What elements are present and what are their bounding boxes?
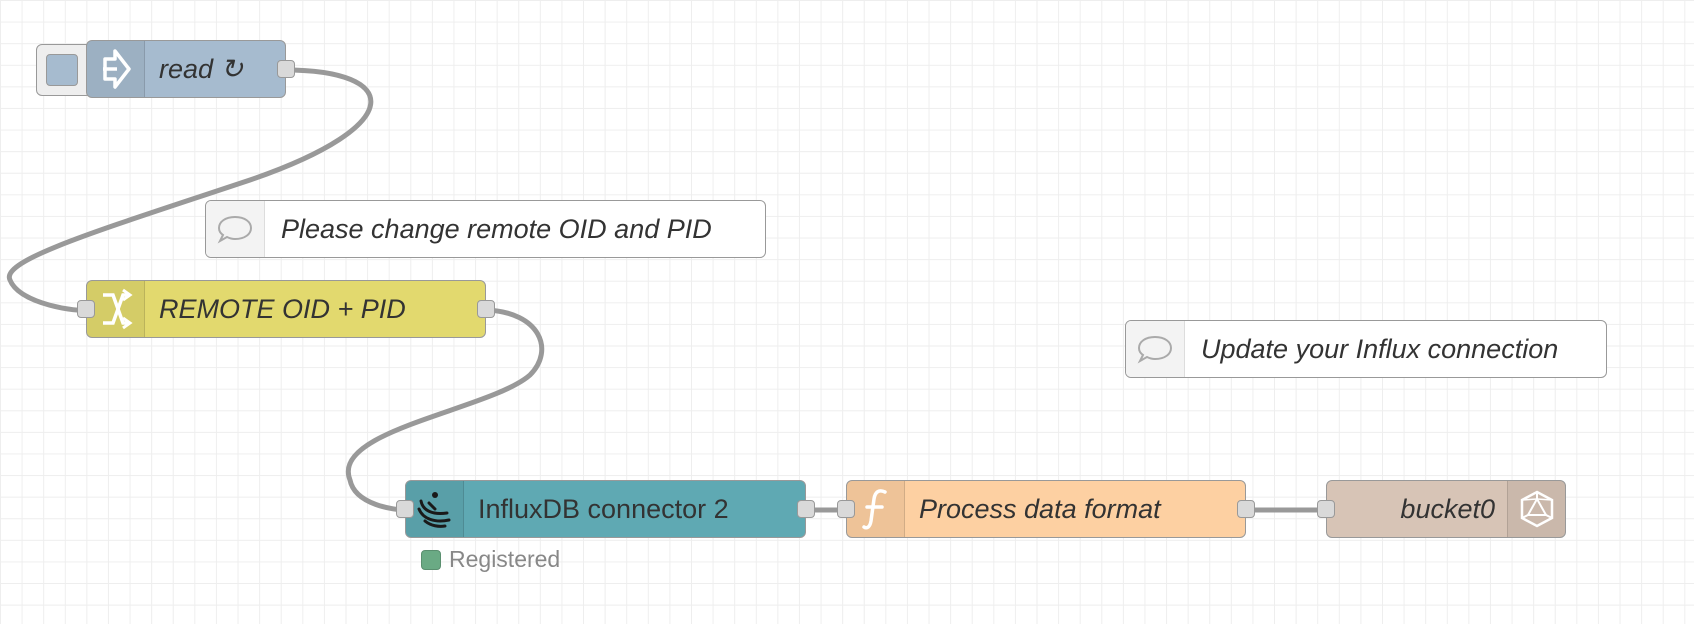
node-influxdb-connector-output-port[interactable] bbox=[797, 500, 815, 518]
inject-trigger-button[interactable] bbox=[36, 44, 92, 96]
node-process-data-input-port[interactable] bbox=[837, 500, 855, 518]
node-remote-oid-pid-change[interactable]: REMOTE OID + PID bbox=[77, 280, 495, 338]
node-bucket-output[interactable]: bucket0 bbox=[1317, 480, 1566, 538]
comment-update-influx[interactable]: Update your Influx connection bbox=[1125, 320, 1607, 378]
polyhedron-icon bbox=[1507, 481, 1565, 537]
comment-change-ids-label: Please change remote OID and PID bbox=[281, 213, 712, 244]
inject-trigger-button-inner[interactable] bbox=[46, 54, 78, 86]
node-influxdb-connector-label: InfluxDB connector 2 bbox=[478, 493, 729, 524]
comment-change-ids[interactable]: Please change remote OID and PID bbox=[205, 200, 766, 258]
shuffle-icon bbox=[87, 281, 145, 337]
influx-wave-icon bbox=[406, 481, 464, 537]
arrow-right-icon bbox=[87, 41, 145, 97]
node-read-label: read ↻ bbox=[159, 53, 244, 84]
node-remote-oid-pid-label: REMOTE OID + PID bbox=[159, 293, 406, 324]
status-dot bbox=[421, 549, 441, 570]
node-read-output-port[interactable] bbox=[277, 60, 295, 78]
node-process-data-output-port[interactable] bbox=[1237, 500, 1255, 518]
node-remote-oid-pid-output-port[interactable] bbox=[477, 300, 495, 318]
node-process-data-function[interactable]: Process data format bbox=[837, 480, 1255, 538]
node-process-data-label: Process data format bbox=[919, 493, 1161, 524]
node-influxdb-connector-status: Registered bbox=[421, 546, 560, 573]
comment-update-influx-label: Update your Influx connection bbox=[1201, 333, 1559, 364]
wire-read-to-change[interactable] bbox=[6, 67, 374, 313]
node-remote-oid-pid-input-port[interactable] bbox=[77, 300, 95, 318]
status-text: Registered bbox=[449, 546, 561, 572]
node-bucket-input-port[interactable] bbox=[1317, 500, 1335, 518]
wire-change-to-influx[interactable] bbox=[345, 307, 545, 513]
node-influxdb-connector-input-port[interactable] bbox=[396, 500, 414, 518]
function-icon bbox=[847, 481, 905, 537]
speech-bubble-icon bbox=[1126, 321, 1185, 377]
speech-bubble-icon bbox=[206, 201, 265, 257]
node-bucket-label: bucket0 bbox=[1400, 493, 1495, 524]
node-read-inject[interactable]: read ↻ bbox=[86, 40, 295, 98]
node-influxdb-connector[interactable]: InfluxDB connector 2 bbox=[396, 480, 815, 538]
